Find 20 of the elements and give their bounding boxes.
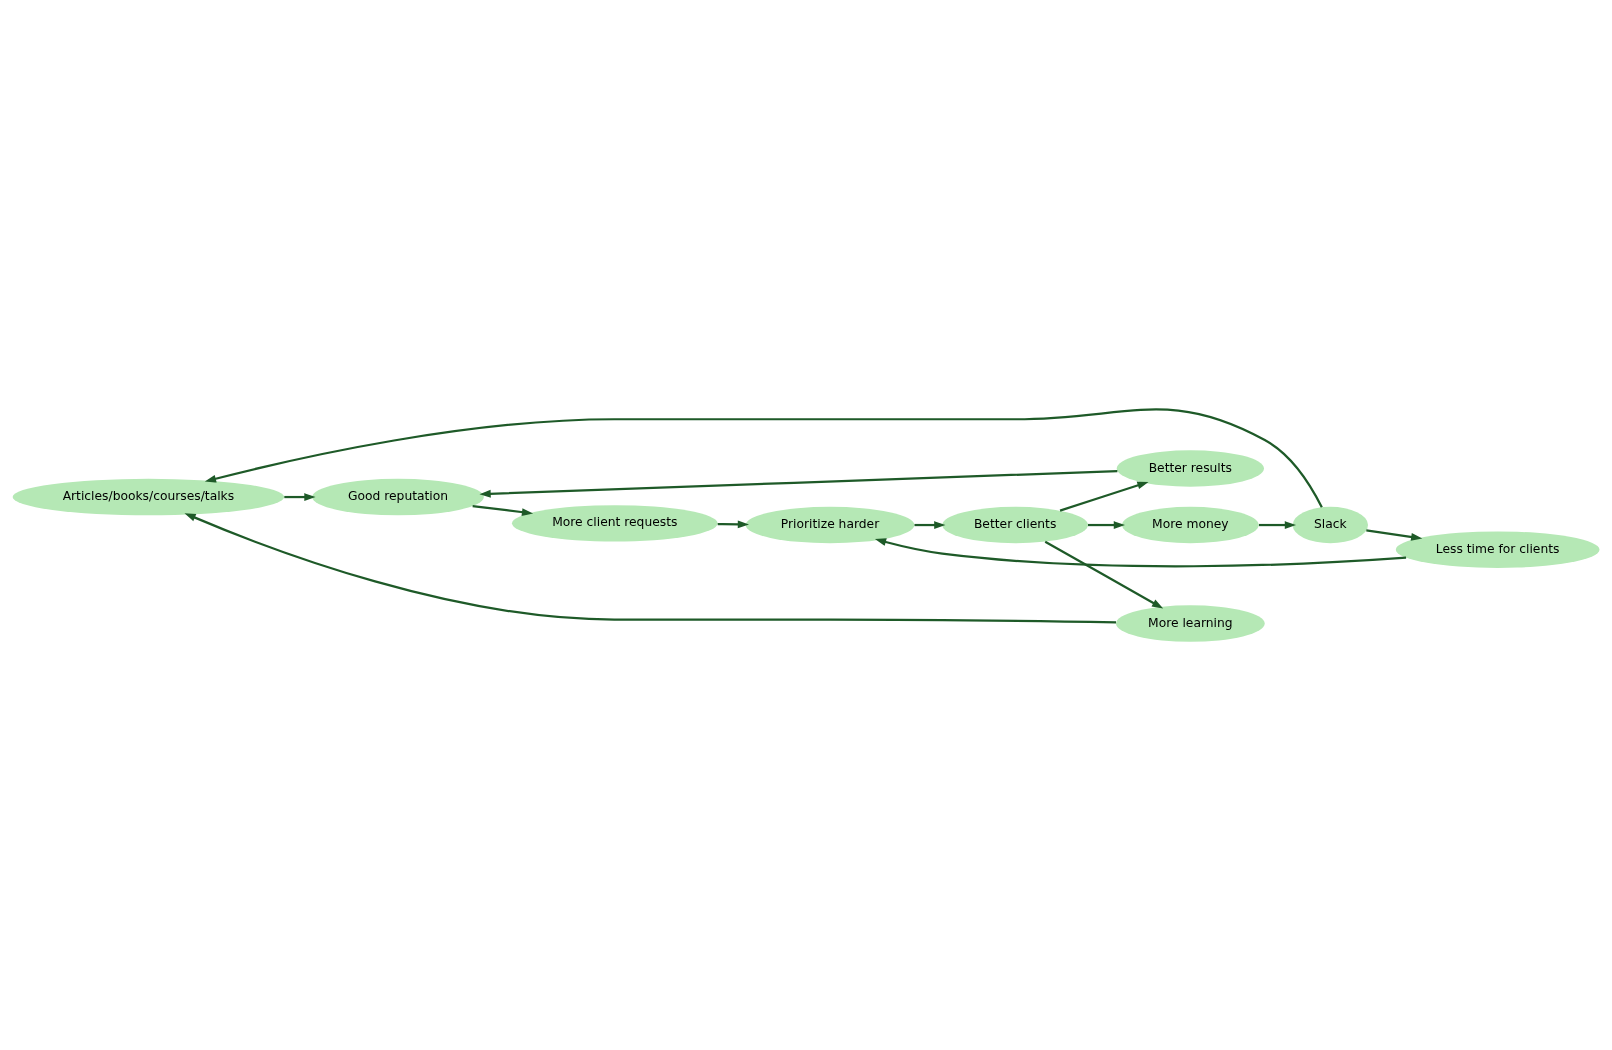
arrow [717,519,749,528]
arrow [1044,540,1164,608]
arrow [479,469,1118,498]
arrow [204,407,1323,508]
arrow [284,492,316,501]
node-ellipse: More money [1121,506,1259,543]
node-ellipse: Good reputation [312,478,484,515]
arrow [1088,520,1125,529]
arrow [1258,520,1296,529]
arrow [472,504,534,516]
arrow [1366,528,1423,541]
arrow [184,512,1116,623]
arrow [874,537,1407,567]
node-ellipse: Slack [1292,506,1369,543]
arrow [914,520,946,529]
node-ellipse: Better clients [942,506,1088,543]
arrow [1059,481,1149,512]
node-ellipse: Prioritize harder [745,506,915,543]
node-ellipse: Articles/books/courses/talks [12,478,285,515]
node-ellipse: More learning [1115,604,1265,642]
